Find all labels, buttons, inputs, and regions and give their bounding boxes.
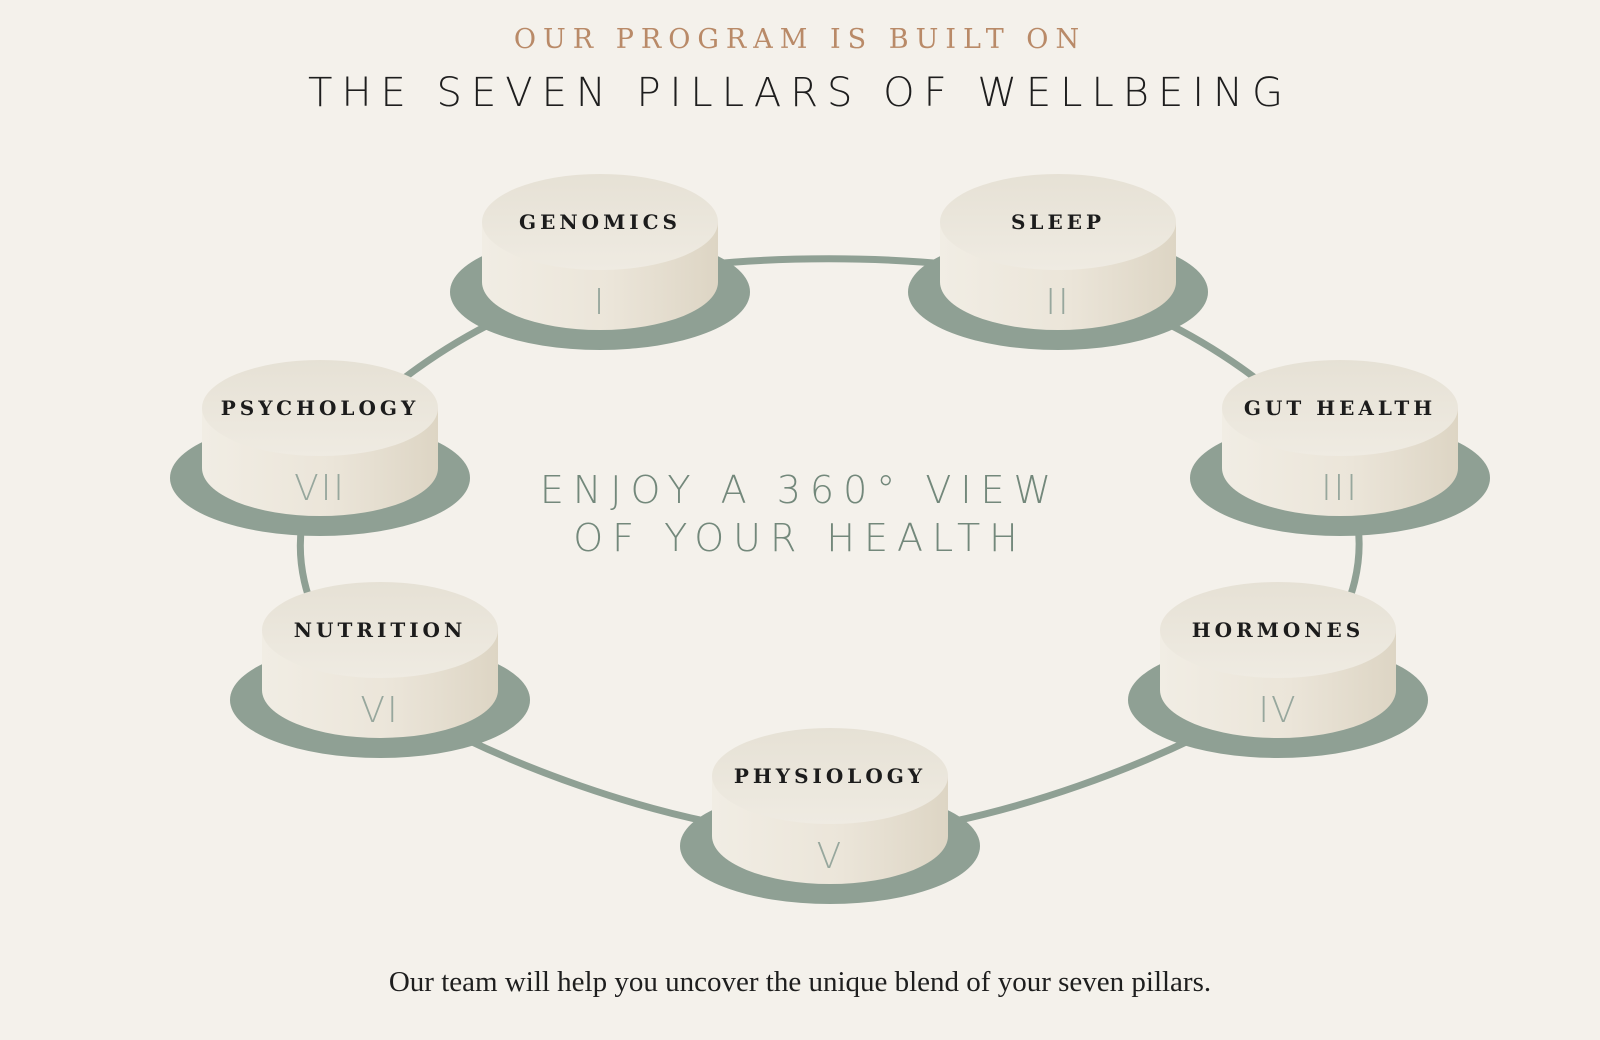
pillar-label: HORMONES bbox=[1192, 618, 1364, 642]
pillar-sleep: SLEEP II bbox=[908, 174, 1208, 350]
pillar-top bbox=[1222, 360, 1458, 456]
pillar-gut-health: GUT HEALTH III bbox=[1190, 360, 1490, 536]
pillar-numeral: VI bbox=[360, 690, 399, 731]
pillar-genomics: GENOMICS I bbox=[450, 174, 750, 350]
pillar-numeral: V bbox=[817, 836, 844, 877]
pillar-label: SLEEP bbox=[1011, 210, 1105, 234]
pillar-top bbox=[1160, 582, 1396, 678]
pillar-numeral: VII bbox=[294, 468, 346, 509]
pillar-numeral: III bbox=[1321, 468, 1359, 509]
pillar-label: GUT HEALTH bbox=[1244, 396, 1436, 420]
pillar-top bbox=[482, 174, 718, 270]
footer-text: Our team will help you uncover the uniqu… bbox=[388, 966, 1212, 998]
pillar-label: PSYCHOLOGY bbox=[221, 396, 420, 420]
pillar-top bbox=[712, 728, 948, 824]
pillar-physiology: PHYSIOLOGY V bbox=[680, 728, 980, 904]
pillar-top bbox=[262, 582, 498, 678]
pillar-hormones: HORMONES IV bbox=[1128, 582, 1428, 758]
center-tagline-line-1: ENJOY A 360° VIEW bbox=[539, 468, 1061, 512]
eyebrow-heading: OUR PROGRAM IS BUILT ON bbox=[513, 24, 1087, 55]
pillar-nutrition: NUTRITION VI bbox=[230, 582, 530, 758]
pillar-label: PHYSIOLOGY bbox=[734, 764, 926, 788]
pillar-numeral: II bbox=[1045, 282, 1070, 323]
pillar-top bbox=[202, 360, 438, 456]
pillar-psychology: PSYCHOLOGY VII bbox=[170, 360, 470, 536]
pillar-numeral: IV bbox=[1258, 690, 1297, 731]
pillar-top bbox=[940, 174, 1176, 270]
center-tagline-line-2: OF YOUR HEALTH bbox=[573, 516, 1027, 560]
pillar-label: GENOMICS bbox=[519, 210, 681, 234]
pillar-numeral: I bbox=[594, 282, 607, 323]
page-title: THE SEVEN PILLARS OF WELLBEING bbox=[308, 70, 1292, 116]
pillar-label: NUTRITION bbox=[294, 618, 467, 642]
